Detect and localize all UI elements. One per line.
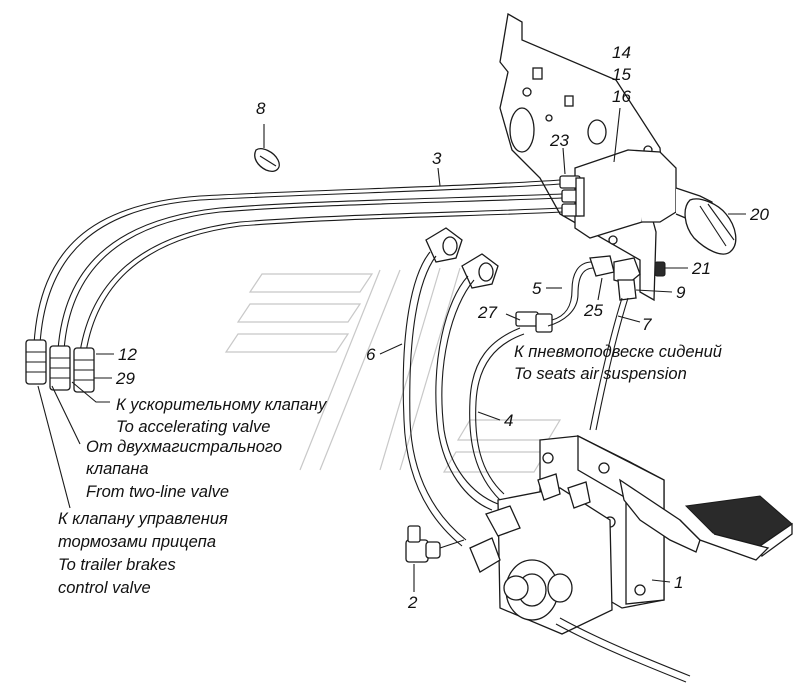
callout-6: 6 (366, 345, 376, 364)
brake-valve-assembly (469, 434, 691, 683)
note-seats-ru: К пневмоподвеске сидений (514, 343, 722, 361)
annotations: К пневмоподвеске сидений To seats air su… (58, 343, 722, 597)
callout-7: 7 (642, 315, 652, 334)
callout-5: 5 (532, 279, 542, 298)
callout-27: 27 (477, 303, 497, 322)
callout-23: 23 (549, 131, 569, 150)
fitting-two (405, 525, 465, 563)
note-twoline-ru-2: клапана (86, 460, 149, 478)
clip-part (254, 148, 280, 172)
note-accel-ru: К ускорительному клапану (116, 396, 328, 414)
callout-4: 4 (504, 411, 513, 430)
callout-15: 15 (612, 65, 631, 84)
callout-12: 12 (118, 345, 137, 364)
hand-brake-valve (574, 149, 737, 255)
callout-25: 25 (583, 301, 603, 320)
callout-8: 8 (256, 99, 266, 118)
pedal (619, 478, 793, 561)
note-twoline-ru-1: От двухмагистрального (86, 438, 282, 456)
note-accel-en: To accelerating valve (116, 418, 270, 436)
callout-numbers: 8 3 14 15 16 23 20 21 5 9 25 27 7 6 4 1 … (115, 43, 769, 612)
callout-14: 14 (612, 43, 631, 62)
callout-16: 16 (612, 87, 631, 106)
callout-20: 20 (749, 205, 769, 224)
callout-9: 9 (676, 283, 686, 302)
callout-1: 1 (674, 573, 683, 592)
note-twoline-en: From two-line valve (86, 483, 229, 501)
callout-2: 2 (407, 593, 418, 612)
note-seats-en: To seats air suspension (514, 365, 687, 383)
hose-end-fittings (25, 339, 95, 393)
valve-fittings (559, 175, 585, 217)
lower-pipes (402, 251, 525, 547)
callout-21: 21 (691, 259, 711, 278)
note-trailer-en-1: To trailer brakes (58, 556, 176, 574)
note-trailer-ru-2: тормозами прицепа (58, 533, 216, 551)
leader-lines (37, 107, 746, 592)
callout-29: 29 (115, 369, 135, 388)
callout-3: 3 (432, 149, 442, 168)
note-trailer-ru-1: К клапану управления (58, 510, 228, 528)
tee-fittings (515, 255, 666, 431)
note-trailer-en-2: control valve (58, 579, 151, 597)
pneumatic-lines (33, 179, 563, 353)
